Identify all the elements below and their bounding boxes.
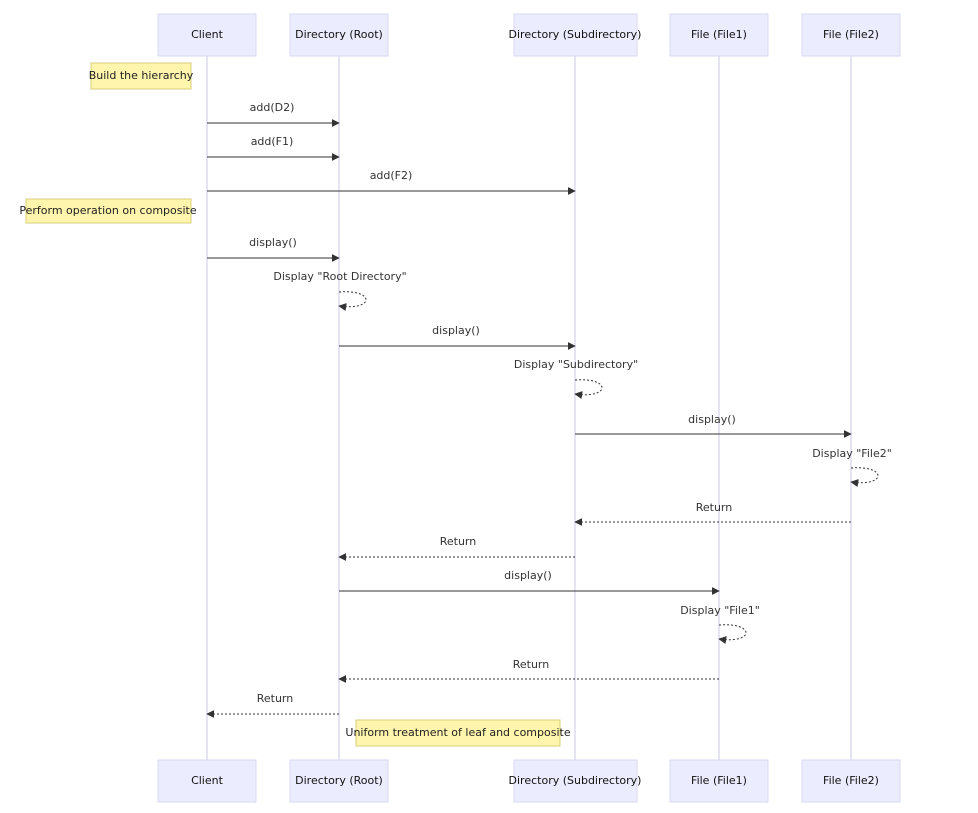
note-perform-operation: Perform operation on composite — [19, 198, 197, 224]
actor-top-root-label: Directory (Root) — [295, 28, 383, 41]
actor-bottom-file1-label: File (File1) — [691, 774, 747, 787]
actor-top-sub-label: Directory (Subdirectory) — [509, 28, 642, 41]
actor-bottom-file1: File (File1) — [669, 759, 769, 803]
message-label-file2-display: Display "File2" — [812, 447, 892, 460]
message-label-add-d2: add(D2) — [250, 101, 295, 114]
note-perform-operation-text: Perform operation on composite — [19, 204, 196, 217]
actor-top-file2: File (File2) — [801, 13, 901, 57]
message-arrow-file2-display — [850, 467, 879, 487]
message-label-subdirectory-display: Display "Subdirectory" — [514, 358, 638, 371]
message-label-add-f2: add(F2) — [370, 169, 413, 182]
message-label-display-root: display() — [249, 236, 297, 249]
actor-top-client-label: Client — [191, 28, 224, 41]
actor-bottom-root: Directory (Root) — [289, 759, 389, 803]
actor-bottom-sub: Directory (Subdirectory) — [509, 759, 642, 803]
actor-top-root: Directory (Root) — [289, 13, 389, 57]
actor-bottom-file2-label: File (File2) — [823, 774, 879, 787]
message-label-add-f1: add(F1) — [251, 135, 294, 148]
message-label-return-file2: Return — [696, 501, 733, 514]
actor-bottom-client-label: Client — [191, 774, 224, 787]
note-build-hierarchy-text: Build the hierarchy — [89, 69, 194, 82]
message-arrow-file1-display — [718, 624, 747, 644]
message-arrow-subdirectory-display — [574, 379, 603, 399]
message-label-display-file1: display() — [504, 569, 552, 582]
message-label-return-file1: Return — [513, 658, 550, 671]
message-label-file1-display: Display "File1" — [680, 604, 760, 617]
actor-bottom-file2: File (File2) — [801, 759, 901, 803]
note-uniform-treatment-text: Uniform treatment of leaf and composite — [345, 726, 570, 739]
actor-bottom-root-label: Directory (Root) — [295, 774, 383, 787]
message-label-return-subdirectory: Return — [440, 535, 477, 548]
message-label-display-file2: display() — [688, 413, 736, 426]
actor-top-client: Client — [157, 13, 257, 57]
actor-top-sub: Directory (Subdirectory) — [509, 13, 642, 57]
actor-top-file2-label: File (File2) — [823, 28, 879, 41]
message-label-return-root: Return — [257, 692, 294, 705]
note-uniform-treatment: Uniform treatment of leaf and composite — [345, 719, 571, 747]
actor-bottom-client: Client — [157, 759, 257, 803]
message-arrow-display-root-directory — [338, 291, 367, 311]
actor-bottom-sub-label: Directory (Subdirectory) — [509, 774, 642, 787]
message-label-display-root-directory: Display "Root Directory" — [273, 270, 406, 283]
message-label-display-subdirectory: display() — [432, 324, 480, 337]
actor-top-file1: File (File1) — [669, 13, 769, 57]
note-build-hierarchy: Build the hierarchy — [89, 62, 194, 90]
actor-top-file1-label: File (File1) — [691, 28, 747, 41]
